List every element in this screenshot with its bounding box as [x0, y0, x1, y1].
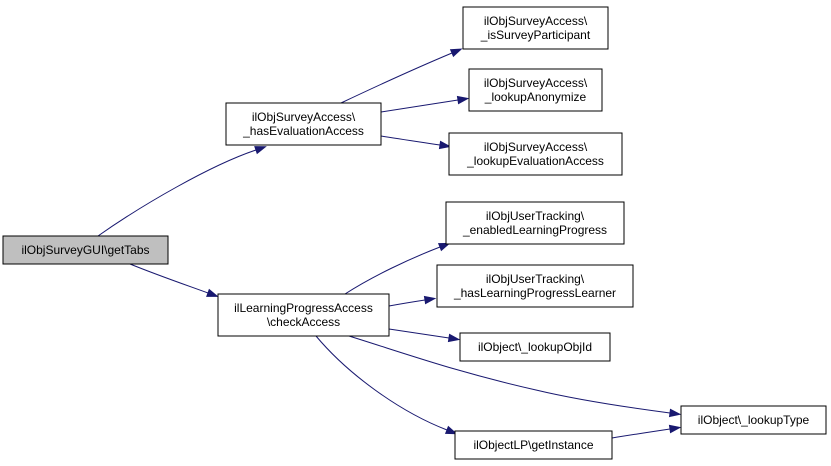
arrowhead-icon	[423, 295, 437, 305]
node-label-line: ilObjSurveyAccess\	[484, 76, 588, 90]
node-get-instance[interactable]: ilObjectLP\getInstance	[454, 430, 613, 460]
edge-hasEval-to-lookEval	[380, 135, 452, 150]
edge-line	[129, 263, 209, 294]
edge-checkAccess-to-getInstance	[315, 335, 458, 435]
node-box	[680, 405, 827, 435]
arrowhead-icon	[254, 146, 267, 155]
edge-line	[348, 335, 671, 414]
node-box	[454, 430, 613, 460]
edge-line	[380, 135, 441, 146]
node-label-line: ilObjUserTracking\	[486, 272, 585, 286]
edge-line	[315, 335, 448, 431]
arrowhead-icon	[444, 425, 458, 435]
node-lookup-type[interactable]: ilObject\_lookupType	[680, 405, 827, 435]
node-ilobjsurveygui-gettabs[interactable]: ilObjSurveyGUI\getTabs	[2, 235, 169, 265]
edge-line	[388, 299, 426, 307]
edge-getInstance-to-lookType	[611, 424, 682, 439]
arrowhead-icon	[449, 48, 463, 58]
node-box	[436, 264, 634, 308]
edge-root-to-hasEval	[97, 146, 267, 237]
arrowhead-icon	[668, 408, 682, 418]
node-lookup-anonymize[interactable]: ilObjSurveyAccess\_lookupAnonymize	[468, 68, 603, 112]
node-lookup-objid[interactable]: ilObject\_lookupObjId	[459, 332, 611, 362]
edge-line	[344, 246, 441, 295]
node-label-line: _lookupAnonymize	[484, 90, 587, 104]
edge-line	[388, 328, 450, 339]
node-has-learning-progress-learner[interactable]: ilObjUserTracking\_hasLearningProgressLe…	[436, 264, 634, 308]
node-label-line: ilObjUserTracking\	[486, 209, 585, 223]
arrowhead-icon	[447, 333, 461, 343]
edge-root-to-checkAccess	[129, 263, 219, 297]
node-box	[462, 6, 609, 50]
node-box	[225, 102, 382, 146]
arrowhead-icon	[437, 242, 451, 252]
node-label-line: ilObjSurveyAccess\	[252, 110, 356, 124]
node-box	[217, 293, 390, 337]
edge-line	[97, 149, 257, 237]
call-edges	[97, 48, 682, 439]
edge-checkAccess-to-lookObjId	[388, 328, 461, 343]
node-enabled-learning-progress[interactable]: ilObjUserTracking\_enabledLearningProgre…	[445, 201, 625, 245]
node-label-line: ilObjSurveyAccess\	[484, 14, 588, 28]
edge-checkAccess-to-lookType	[348, 335, 682, 418]
node-lookup-evaluation-access[interactable]: ilObjSurveyAccess\_lookupEvaluationAcces…	[448, 132, 623, 176]
node-has-evaluation-access[interactable]: ilObjSurveyAccess\_hasEvaluationAccess	[225, 102, 382, 146]
arrowhead-icon	[456, 95, 470, 105]
edge-checkAccess-to-hasLPL	[388, 295, 437, 307]
edge-line	[611, 428, 671, 439]
node-check-access[interactable]: ilLearningProgressAccess\checkAccess	[217, 293, 390, 337]
node-label-line: ilLearningProgressAccess	[234, 301, 373, 315]
node-box	[2, 235, 169, 265]
node-label-line: ilObjSurveyGUI\getTabs	[21, 243, 149, 257]
node-label-line: ilObjectLP\getInstance	[473, 438, 593, 452]
edge-line	[340, 52, 453, 104]
node-is-survey-participant[interactable]: ilObjSurveyAccess\_isSurveyParticipant	[462, 6, 609, 50]
node-label-line: _enabledLearningProgress	[462, 223, 607, 237]
node-box	[459, 332, 611, 362]
arrowhead-icon	[438, 140, 452, 150]
arrowhead-icon	[206, 288, 219, 297]
call-nodes: ilObjSurveyGUI\getTabs ilObjSurveyAccess\…	[2, 6, 827, 460]
arrowhead-icon	[668, 424, 682, 434]
node-label-line: ilObject\_lookupObjId	[478, 340, 592, 354]
node-label-line: ilObject\_lookupType	[698, 413, 810, 427]
edge-hasEval-to-isPart	[340, 48, 463, 104]
node-label-line: _isSurveyParticipant	[480, 28, 591, 42]
node-label-line: _hasEvaluationAccess	[242, 124, 364, 138]
edge-checkAccess-to-enabledLP	[344, 242, 451, 295]
node-label-line: ilObjSurveyAccess\	[484, 140, 588, 154]
edge-line	[380, 99, 459, 113]
edge-hasEval-to-lookAnon	[380, 95, 470, 113]
node-box	[445, 201, 625, 245]
node-label-line: _hasLearningProgressLearner	[453, 286, 616, 300]
node-box	[468, 68, 603, 112]
node-label-line: _lookupEvaluationAccess	[466, 154, 604, 168]
node-label-line: \checkAccess	[267, 315, 340, 329]
node-box	[448, 132, 623, 176]
